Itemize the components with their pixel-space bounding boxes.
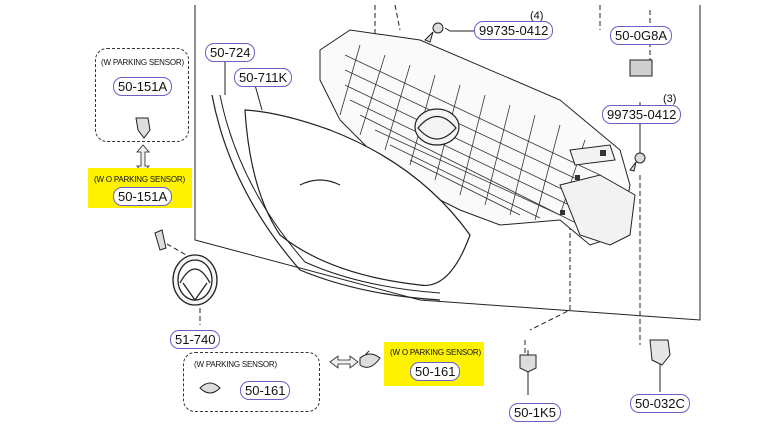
part-label-50-151A-top[interactable]: 50-151A: [113, 77, 173, 96]
w-parking-sensor-box-top: [95, 48, 189, 142]
part-label-50-032C[interactable]: 50-032C: [630, 394, 690, 413]
molding-strip: [211, 94, 441, 301]
quantity-right-screw: (3): [663, 93, 677, 105]
note-wo-parking-sensor-bottom: (W O PARKING SENSOR): [390, 348, 481, 357]
part-label-50-161-left[interactable]: 50-161: [240, 381, 291, 400]
part-label-99735-0412-top[interactable]: 99735-0412: [474, 21, 554, 40]
grille-body: [319, 29, 631, 246]
part-label-50-711K[interactable]: 50-711K: [234, 68, 293, 87]
note-w-parking-sensor-top: (W PARKING SENSOR): [101, 58, 184, 67]
part-label-50-724[interactable]: 50-724: [205, 43, 256, 62]
part-label-99735-0412-right[interactable]: 99735-0412: [602, 105, 682, 124]
note-wo-parking-sensor-mid: (W O PARKING SENSOR): [94, 175, 185, 184]
part-label-50-1K5[interactable]: 50-1K5: [509, 403, 561, 422]
front-emblem-drawing: [172, 254, 218, 306]
note-w-parking-sensor-bottom: (W PARKING SENSOR): [194, 360, 277, 369]
quantity-top-screw: (4): [530, 10, 544, 22]
part-label-50-151A-mid[interactable]: 50-151A: [113, 187, 173, 206]
w-parking-sensor-box-bottom: [183, 352, 320, 412]
part-label-51-740[interactable]: 51-740: [170, 330, 221, 349]
garnish-panel: [244, 109, 471, 286]
part-label-50-161-right[interactable]: 50-161: [410, 362, 461, 381]
part-label-50-0G8A[interactable]: 50-0G8A: [610, 26, 673, 45]
